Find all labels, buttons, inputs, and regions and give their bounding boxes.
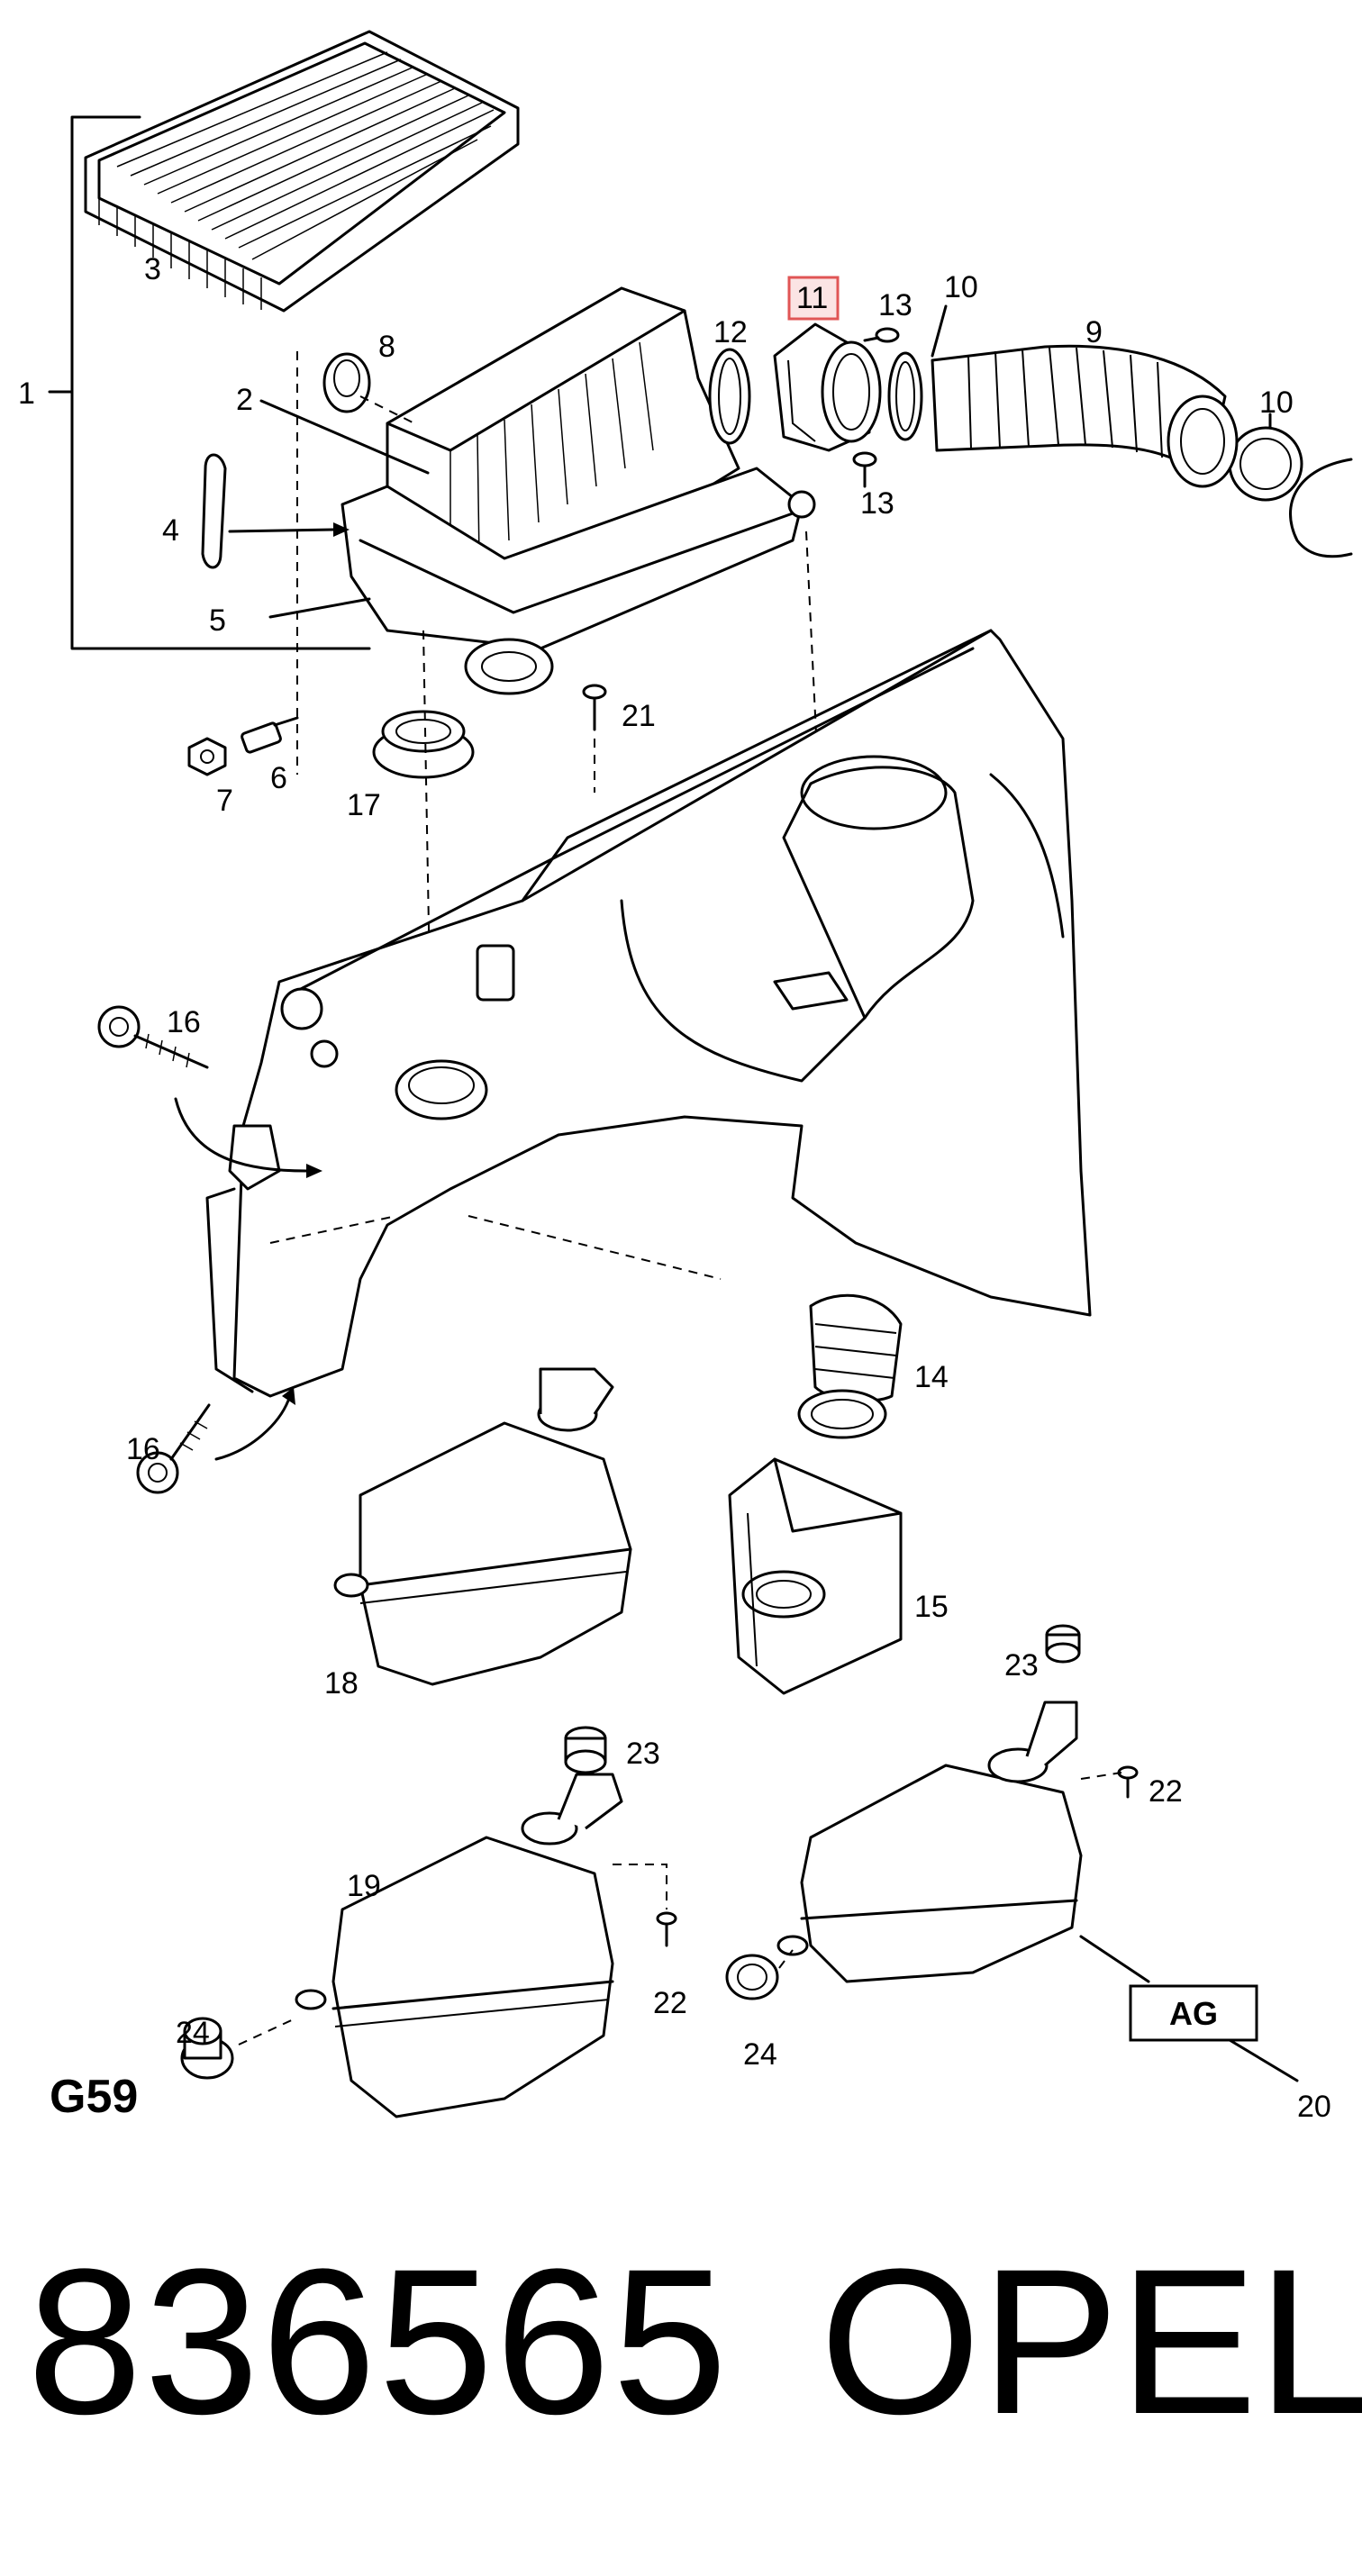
callout-4: 4 — [162, 513, 179, 548]
grommet[interactable] — [322, 352, 371, 413]
clip-arrow — [228, 528, 335, 533]
callout-14: 14 — [914, 1360, 949, 1394]
panel-hole — [280, 987, 323, 1030]
rubber-grommet-right[interactable] — [1045, 1624, 1081, 1664]
callout-6: 6 — [270, 761, 287, 795]
callout-9: 9 — [1085, 315, 1103, 349]
callout-10b: 10 — [1259, 385, 1294, 420]
mounting-stud[interactable] — [241, 716, 299, 754]
callout-5: 5 — [209, 603, 226, 638]
guide-line — [468, 1215, 722, 1280]
air-intake-seal[interactable] — [372, 710, 475, 779]
exploded-parts-diagram: 1 2 3 4 5 6 7 8 9 10 10 11 12 13 13 14 1… — [18, 30, 1353, 2124]
sensor-screw-upper[interactable] — [863, 327, 900, 343]
clip-arrow-head — [333, 522, 350, 537]
callout-19: 19 — [347, 1869, 381, 1903]
guide-line — [613, 1864, 667, 1909]
air-cleaner-housing[interactable] — [340, 286, 816, 695]
small-screw-right[interactable] — [1117, 1765, 1139, 1799]
air-filter-element[interactable] — [84, 30, 520, 313]
brand-name: OPEL — [820, 2226, 1362, 2457]
callout-24b: 24 — [743, 2037, 777, 2072]
grommet-leader — [359, 395, 415, 424]
section-code: G59 — [50, 2071, 138, 2123]
screw-arrow-head — [306, 1164, 322, 1178]
callout-8: 8 — [378, 330, 395, 364]
tapping-screw-upper[interactable] — [97, 1005, 209, 1069]
label-10-leader — [931, 304, 948, 358]
rubber-grommet-center[interactable] — [564, 1726, 607, 1774]
callout-13b: 13 — [860, 486, 894, 521]
callout-1: 1 — [18, 376, 35, 411]
callout-10a: 10 — [944, 270, 978, 304]
guide-line — [778, 1949, 794, 1969]
snorkel-opening — [395, 1059, 488, 1120]
callout-24a: 24 — [176, 2016, 210, 2050]
air-duct[interactable] — [728, 1457, 903, 1695]
hose-clamp-right[interactable] — [1228, 426, 1303, 502]
callout-11-highlight[interactable] — [787, 276, 840, 321]
guide-line — [238, 2017, 298, 2045]
tapping-screw-lower[interactable] — [136, 1403, 211, 1494]
callout-21: 21 — [622, 699, 656, 733]
hose-clamp-left[interactable] — [887, 351, 923, 441]
screw-arrow-head — [282, 1387, 295, 1405]
callout-22b: 22 — [653, 1986, 687, 2020]
intake-resonator-right[interactable] — [776, 1701, 1083, 1983]
footer: 836565 OPEL — [27, 2207, 1362, 2477]
air-intake-hose[interactable] — [931, 344, 1239, 488]
callout-11: 11 — [796, 281, 828, 315]
intake-resonator-lower[interactable] — [295, 1773, 623, 2118]
rubber-cap-left[interactable] — [180, 2017, 234, 2080]
air-mass-sensor[interactable] — [773, 322, 882, 452]
hex-nut[interactable] — [187, 737, 227, 776]
screw-arrow-lower — [214, 1399, 290, 1461]
label-2-leader — [259, 399, 430, 475]
label-5-leader — [268, 597, 371, 619]
callout-15: 15 — [914, 1590, 949, 1624]
intake-resonator-upper[interactable] — [333, 1367, 632, 1686]
callout-17: 17 — [347, 788, 381, 822]
sensor-screw-lower[interactable] — [852, 451, 877, 488]
panel-bracket — [476, 944, 515, 1002]
callout-7: 7 — [216, 784, 233, 818]
screw-arrow-upper — [174, 1097, 308, 1173]
callout-23b: 23 — [626, 1737, 660, 1771]
callout-22a: 22 — [1149, 1774, 1183, 1809]
sealing-ring[interactable] — [708, 348, 751, 445]
callout-12: 12 — [713, 315, 748, 349]
callout-13a: 13 — [878, 288, 913, 322]
guide-line — [1080, 1772, 1122, 1780]
rubber-cap-right[interactable] — [725, 1954, 779, 2000]
callout-2: 2 — [236, 383, 253, 417]
small-screw-lower[interactable] — [656, 1911, 677, 1947]
ag-box — [1129, 1984, 1258, 2042]
guide-line — [269, 1215, 397, 1244]
intake-boot[interactable] — [797, 1293, 903, 1439]
callout-20: 20 — [1297, 2090, 1331, 2124]
callout-18: 18 — [324, 1666, 359, 1701]
callout-16a: 16 — [167, 1005, 201, 1039]
front-wheelhouse-panel — [205, 629, 1092, 1398]
connecting-hose-edge — [1289, 458, 1353, 558]
callout-23a: 23 — [1004, 1648, 1039, 1683]
part-number: 836565 — [27, 2226, 730, 2457]
housing-clip[interactable] — [201, 453, 227, 569]
housing-outlet-snorkel — [464, 638, 554, 695]
ag-leader — [1079, 1935, 1150, 1983]
panel-tab — [773, 971, 849, 1011]
callout-16b: 16 — [126, 1432, 160, 1466]
callout-3: 3 — [144, 252, 161, 286]
group-1-bracket — [70, 115, 371, 650]
housing-bolt[interactable] — [582, 684, 607, 731]
panel-hole — [310, 1039, 339, 1068]
housing-outlet-stud — [787, 490, 816, 519]
ag-box-label: AG — [1169, 1995, 1218, 2032]
